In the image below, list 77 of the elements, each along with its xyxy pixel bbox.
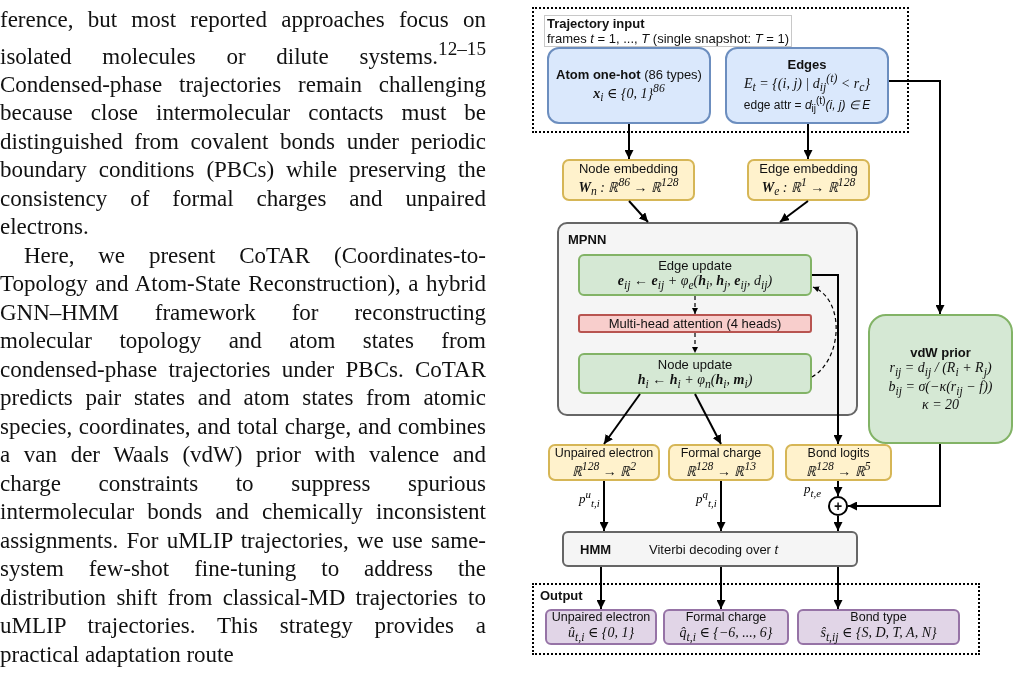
embedding-box <box>747 159 870 201</box>
body-paragraph: ference, but most reported approaches focus on isolated molecules or dilute systems.$^{12–15}$ Condensed-phase trajectories remain challenging because close intermolecular contacts must be distinguished from covalent bonds under periodic boundary conditions (PBCs) while preserving the consistency of formal charges and unpaired electrons. <box>0 6 486 242</box>
box-title: vdW prior <box>910 344 971 360</box>
formula-text: ℝ$^{128}$ → ℝ$^{2}$ <box>571 459 637 480</box>
group-title: Output <box>540 588 583 603</box>
arrow <box>833 566 843 610</box>
group-title: Trajectory input <box>547 16 646 31</box>
mpnn-panel <box>557 222 858 416</box>
output-box <box>663 609 789 645</box>
box-title: Edge update <box>658 258 732 274</box>
prediction-head-box <box>785 444 892 481</box>
box-title: Edge embedding <box>759 161 858 177</box>
arrow <box>694 393 722 445</box>
dashed-arrow <box>692 295 698 315</box>
box-title: Formal charge <box>685 610 767 625</box>
formula-text: h$_{i}$ ← h$_{i}$ + φ$_{n}$(h$_{i}$, m$_{i}$) <box>637 371 753 391</box>
input-box <box>547 47 711 124</box>
output-box <box>797 609 960 645</box>
box-title: Atom one-hot (86 types) <box>556 66 702 82</box>
plus-sign: + <box>833 499 843 513</box>
description-text: Viterbi decoding over t <box>649 541 779 557</box>
output-group-frame <box>532 583 980 655</box>
arrow <box>596 566 606 610</box>
box-title: Unpaired electron <box>551 610 651 625</box>
box-title: Multi-head attention (4 heads) <box>608 316 782 331</box>
formula-text: ℝ$^{128}$ → ℝ$^{13}$ <box>685 459 757 480</box>
prediction-head-box <box>668 444 774 481</box>
decoder-box <box>562 531 858 567</box>
output-box <box>545 609 657 645</box>
arrow <box>716 480 726 532</box>
box-title: HMM <box>580 541 612 557</box>
prior-box <box>868 314 1013 444</box>
arrow <box>833 515 843 532</box>
box-title: Bond logits <box>807 445 870 460</box>
subtitle-text: frames t = 1, ..., T (single snapshot: T = 1) <box>547 31 790 46</box>
sum-circle <box>828 496 848 516</box>
formula-text: ℝ$^{128}$ → ℝ$^{5}$ <box>806 459 871 480</box>
arrow <box>833 480 843 497</box>
input-box <box>725 47 889 124</box>
formula-text: x$_{i}$ ∈ {0, 1}$^{86}$ <box>593 81 665 105</box>
box-title: Edges <box>787 57 827 73</box>
formula-text: W$_{e}$ : ℝ$^{1}$ → ℝ$^{128}$ <box>761 176 856 199</box>
arrow <box>628 200 649 223</box>
arrow <box>888 80 945 315</box>
arrow <box>603 393 641 445</box>
arrow <box>803 123 813 160</box>
dashed-arrow <box>692 332 698 354</box>
formula-text: r$_{ij}$ = d$_{ij}$ / (R$_{i}$ + R$_{j}$) <box>889 359 992 379</box>
formula-text: ŝ$_{t,ij}$ ∈ {S, D, T, A, N} <box>820 624 937 644</box>
dashed-arrow <box>811 286 837 378</box>
arrow <box>779 200 809 223</box>
arrow <box>599 480 609 532</box>
arrow <box>847 443 941 511</box>
formula-text: κ = 20 <box>921 397 960 414</box>
formula-text: û$_{t,i}$ ∈ {0, 1} <box>568 624 634 644</box>
update-box <box>578 254 812 296</box>
attention-box <box>578 314 812 333</box>
arrow <box>811 274 843 445</box>
formula-text: e$_{ij}$ ← e$_{ij}$ + φ$_{e}$(h$_{i}$, h$_{j}$, e$_{ij}$, d$_{ij}$) <box>617 273 773 292</box>
box-title: Unpaired electron <box>554 445 654 460</box>
input-group-frame <box>532 7 909 133</box>
prediction-head-box <box>548 444 660 481</box>
formula-text: b$_{ij}$ = σ(−κ(r$_{ij}$ − f)) <box>888 378 993 398</box>
embedding-box <box>562 159 695 201</box>
box-title: Node embedding <box>579 161 678 177</box>
box-title: Formal charge <box>680 445 762 460</box>
formula-text: E$_{t}$ = {(i, j) | d$_{ij}$$^{(t)}$ < r$_{c}$} <box>744 72 870 95</box>
attribute-text: edge attr = d$_{ij}$$^{(t)}$(i, j) ∈ E <box>743 94 871 114</box>
formula-text: q̂$_{t,i}$ ∈ {−6, ..., 6} <box>679 624 773 644</box>
body-paragraph: Here, we present CoTAR (Coordinates-to-Topology and Atom-State Reconstruction), a hybrid GNN–HMM framework for reconstructing molecular topology and atom states from condensed-phase trajectories under PBCs. CoTAR predicts pair states and atom states from atomic species, coordinates, and total charge, and combines a van der Waals (vdW) prior with valence and charge constraints to suppress spurious intermolecular bonds and chemically inconsistent assignments. For uMLIP trajectories, we use same-system few-shot fine-tuning to address the distribution shift from classical-MD trajectories to uMLIP trajectories. This strategy provides a practical adaptation route <box>0 241 486 669</box>
formula-text: W$_{n}$ : ℝ$^{86}$ → ℝ$^{128}$ <box>578 176 679 199</box>
arrow <box>716 566 726 610</box>
box-title: Node update <box>657 356 733 372</box>
arrow <box>624 123 634 160</box>
update-box <box>578 353 812 394</box>
box-title: Bond type <box>850 610 907 625</box>
group-title: MPNN <box>568 232 607 247</box>
